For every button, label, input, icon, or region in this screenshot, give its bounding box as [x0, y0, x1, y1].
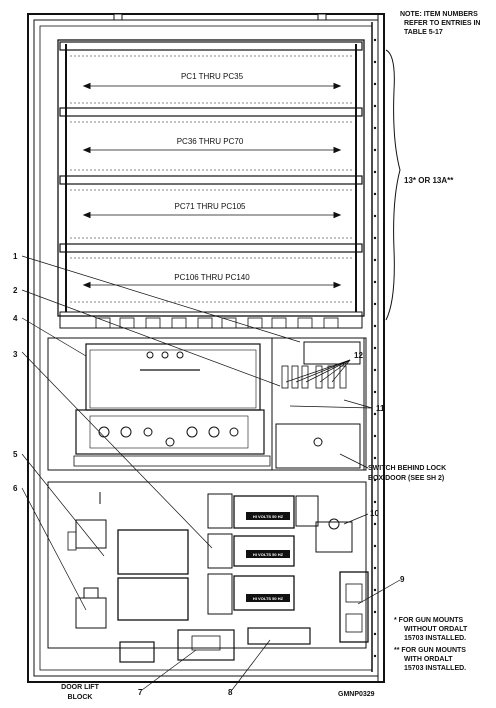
- psu-plate-text: HI VOLTS 50 HZ: [253, 514, 284, 519]
- side-brace: 13* OR 13A**: [385, 49, 454, 321]
- switch-label-line-2: BOX DOOR (SEE SH 2): [368, 475, 444, 482]
- control-panel: [47, 337, 367, 471]
- callout-5: 5: [13, 450, 18, 459]
- callout-2: 2: [13, 286, 18, 295]
- shelf-label: PC36 THRU PC70: [177, 137, 244, 146]
- callout-8: 8: [228, 688, 233, 697]
- door-lift-line-2: BLOCK: [68, 694, 93, 701]
- psu-plate-text: HI VOLTS 50 HZ: [253, 552, 284, 557]
- door-lift-line-1: DOOR LIFT: [61, 684, 99, 691]
- callout-11: 11: [376, 404, 385, 413]
- note-line-2: REFER TO ENTRIES IN: [404, 20, 481, 27]
- shelf-label: PC71 THRU PC105: [175, 202, 247, 211]
- footnote-1-line-3: 15703 INSTALLED.: [404, 635, 466, 642]
- callout-3: 3: [13, 350, 18, 359]
- footnotes: * FOR GUN MOUNTS WITHOUT ORDALT 15703 IN…: [394, 617, 468, 672]
- leader-lines: [21, 255, 401, 691]
- switch-label: SWITCH BEHIND LOCK BOX DOOR (SEE SH 2): [368, 465, 446, 482]
- psu-plate: HI VOLTS 50 HZ: [246, 512, 290, 520]
- side-label: 13* OR 13A**: [404, 176, 454, 185]
- footnote-1-line-2: WITHOUT ORDALT: [404, 626, 468, 633]
- callout-10: 10: [370, 509, 379, 518]
- psu-plate-text: HI VOLTS 50 HZ: [253, 596, 284, 601]
- cabinet-frame: [27, 13, 385, 683]
- note-line-3: TABLE 5-17: [404, 29, 443, 36]
- lower-bay: [47, 481, 369, 663]
- psu-plate: HI VOLTS 50 HZ: [246, 594, 290, 602]
- callouts: 1 2 3 4 5 6 7 8 9 10 11 12: [13, 252, 405, 697]
- shelf-pc71-pc105: PC71 THRU PC105: [59, 189, 363, 253]
- shelf-label: PC1 THRU PC35: [181, 72, 244, 81]
- door-lift-label: DOOR LIFT BLOCK: [61, 684, 99, 701]
- switch-label-line-1: SWITCH BEHIND LOCK: [368, 465, 446, 472]
- footnote-2-line-3: 15703 INSTALLED.: [404, 665, 466, 672]
- shelf-pc36-pc70: PC36 THRU PC70: [59, 121, 363, 185]
- note-line-1: NOTE: ITEM NUMBERS: [400, 11, 478, 18]
- card-cage: [57, 39, 365, 329]
- note-block: NOTE: ITEM NUMBERS REFER TO ENTRIES IN T…: [400, 11, 481, 36]
- figure-code: GMNP0329: [338, 691, 375, 698]
- footnote-1-line-1: * FOR GUN MOUNTS: [394, 617, 464, 624]
- callout-12: 12: [354, 351, 363, 360]
- callout-9: 9: [400, 575, 405, 584]
- shelf-pc1-pc35: PC1 THRU PC35: [59, 41, 363, 117]
- callout-6: 6: [13, 484, 18, 493]
- callout-4: 4: [13, 314, 18, 323]
- shelf-pc106-pc140: PC106 THRU PC140: [70, 257, 352, 303]
- shelf-label: PC106 THRU PC140: [174, 273, 250, 282]
- callout-1: 1: [13, 252, 18, 261]
- callout-7: 7: [138, 688, 143, 697]
- door-hinge-strip: [371, 14, 379, 682]
- psu-plate: HI VOLTS 50 HZ: [246, 550, 290, 558]
- footnote-2-line-2: WITH ORDALT: [404, 656, 453, 663]
- footnote-2-line-1: ** FOR GUN MOUNTS: [394, 647, 466, 654]
